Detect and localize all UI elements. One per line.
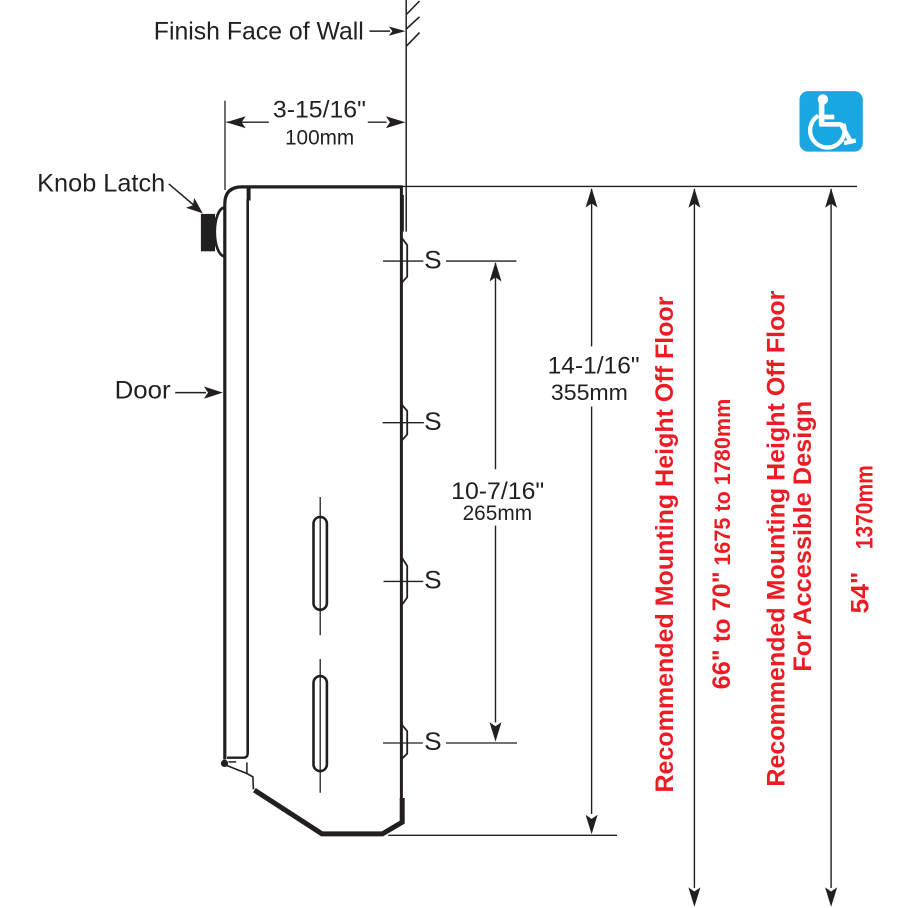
- svg-text:10-7/16": 10-7/16": [451, 478, 544, 505]
- svg-text:S: S: [424, 408, 442, 436]
- svg-text:100mm: 100mm: [285, 127, 354, 150]
- svg-text:3-15/16": 3-15/16": [273, 97, 366, 124]
- svg-text:54": 54": [846, 572, 874, 614]
- svg-text:Recommended Mounting Height Of: Recommended Mounting Height Off Floor: [651, 296, 679, 792]
- svg-text:S: S: [424, 728, 442, 756]
- svg-text:1675 to 1780mm: 1675 to 1780mm: [710, 399, 735, 566]
- svg-text:Recommended Mounting Height Of: Recommended Mounting Height Off Floor: [763, 290, 791, 786]
- svg-text:66" to 70": 66" to 70": [708, 571, 736, 689]
- svg-text:Knob Latch: Knob Latch: [37, 169, 165, 197]
- svg-text:For Accessible Design: For Accessible Design: [789, 401, 817, 672]
- svg-text:355mm: 355mm: [551, 380, 628, 405]
- svg-text:14-1/16": 14-1/16": [548, 352, 640, 379]
- svg-text:1370mm: 1370mm: [852, 465, 879, 549]
- svg-text:Finish Face of Wall: Finish Face of Wall: [154, 17, 364, 45]
- svg-text:S: S: [424, 246, 442, 274]
- svg-text:Door: Door: [115, 377, 171, 405]
- svg-text:S: S: [424, 567, 442, 595]
- svg-text:265mm: 265mm: [463, 502, 532, 525]
